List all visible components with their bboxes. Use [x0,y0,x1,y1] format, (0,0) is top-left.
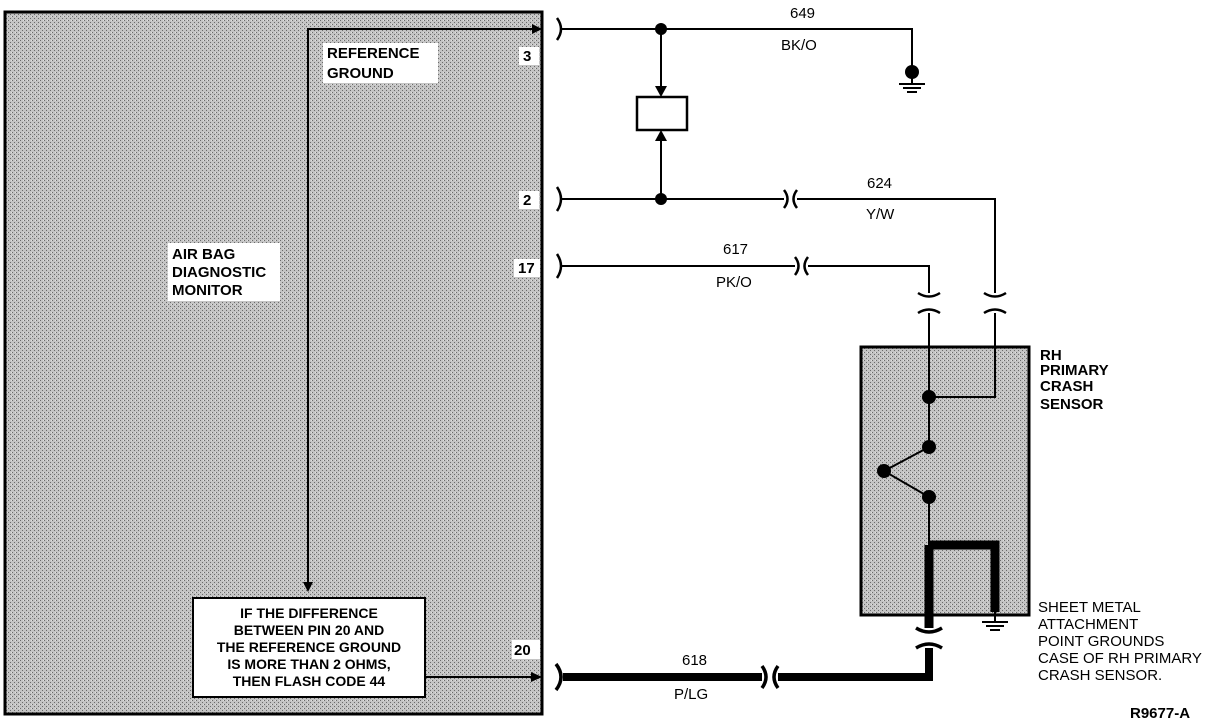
case-ground-note: SHEET METAL ATTACHMENT POINT GROUNDS CAS… [1038,599,1202,684]
case-ground-symbol [982,610,1008,631]
wire-618-color: P/LG [674,686,708,703]
monitor-label-line-1: AIR BAG [172,246,235,263]
splice-624 [655,193,667,205]
switch-arm-lower [883,470,930,498]
module-connectors [554,17,563,692]
inline-connector-624-a [782,189,789,209]
reference-ground-trace [307,28,540,585]
connector-pin17 [555,253,563,279]
switch-arm-upper [883,446,930,472]
sensor-case [859,345,1031,617]
pin-17-label: 17 [518,260,535,277]
inline-connector-617-a [793,256,800,276]
resistor-arrow-top [655,86,667,97]
sensor-label-line-2: PRIMARY [1040,362,1109,379]
resistor-arrow-bottom [655,130,667,141]
resistor-body [635,95,689,132]
wire-618-circuit: 618 [682,652,707,669]
sensor-label-line-4: SENSOR [1040,396,1104,413]
circuit-618: 618 P/LG [563,626,943,703]
sensor-node-top [922,390,936,404]
ground-649-dot [905,65,919,79]
pin-20-label: 20 [514,642,531,659]
wire-624-color: Y/W [866,206,895,223]
ground-note-line-1: SHEET METAL [1038,599,1141,616]
pin-2-bg [519,191,539,209]
circuit-617: 617 PK/O [562,241,930,293]
reference-ground-label-line-1: REFERENCE [327,45,420,62]
wire-617-color: PK/O [716,274,752,291]
flash-code-note-text: IF THE DIFFERENCE BETWEEN PIN 20 AND THE… [216,605,402,689]
pin-2-label: 2 [523,192,531,209]
inline-connector-618-a [760,664,768,690]
pin-17-bg [514,259,540,277]
circuit-649: 649 BK/O [562,5,925,93]
sensor-connector-624-a [983,291,1007,298]
pin-3-label: 3 [523,48,531,65]
figure-id: R9677-A [1130,705,1190,722]
rh-primary-crash-sensor: RH PRIMARY CRASH SENSOR [859,313,1109,631]
connector-pin20 [554,662,563,692]
wire-617-circuit: 617 [723,241,748,258]
sensor-lead-624 [929,313,996,398]
inline-connector-624-b [792,189,799,209]
sensor-connectors [917,291,1007,315]
wire-624-circuit: 624 [867,175,892,192]
wire-649-color: BK/O [781,37,817,54]
inline-connector-617-b [803,256,810,276]
sensor-label-line-3: CRASH [1040,378,1093,395]
reference-ground-label-line-2: GROUND [327,65,394,82]
wire-617-right [808,265,930,293]
ground-symbol-649 [899,65,925,93]
sensor-connector-618-b [915,642,943,650]
sensor-connector-624-b [983,308,1007,315]
reference-arrow-pin3 [532,24,542,34]
sensor-connector-617-a [917,291,941,298]
wire-618-right [778,648,933,681]
reference-ground-label-bg [323,43,438,83]
ground-note-line-2: ATTACHMENT [1038,616,1138,633]
note-to-pin20-arrow [531,672,542,682]
pin-20-bg [512,640,540,659]
reference-resistor [635,29,689,199]
case-ground-strap [929,540,1000,612]
sensor-connector-617-b [917,308,941,315]
ground-note-line-5: CRASH SENSOR. [1038,667,1162,684]
wire-649-circuit: 649 [790,5,815,22]
sensor-label-line-1: RH [1040,347,1062,364]
ground-note-line-4: CASE OF RH PRIMARY [1038,650,1202,667]
ground-note-line-3: POINT GROUNDS [1038,633,1164,650]
pin-3-bg [519,47,539,65]
inline-connector-618-b [772,664,780,690]
monitor-label-bg [168,243,280,301]
wire-649 [562,28,913,66]
wire-624-right [797,198,996,293]
sensor-connector-618-a [915,626,943,634]
circuit-624: 624 Y/W [562,175,996,293]
reference-arrow-down [303,582,313,592]
monitor-label-line-2: DIAGNOSTIC [172,264,266,281]
connector-pin2 [555,186,563,212]
connector-pin3 [555,17,563,41]
monitor-label-line-3: MONITOR [172,282,243,299]
flash-code-note: IF THE DIFFERENCE BETWEEN PIN 20 AND THE… [192,597,426,698]
